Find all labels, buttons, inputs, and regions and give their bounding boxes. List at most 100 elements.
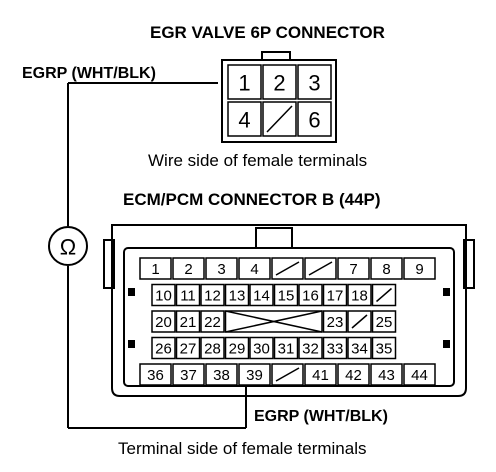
ecm-terminal-empty — [271, 257, 304, 280]
egr-connector-title: EGR VALVE 6P CONNECTOR — [150, 23, 385, 42]
ecm-terminal-37: 37 — [172, 363, 205, 386]
terminal-number: 4 — [238, 108, 250, 133]
terminal-number: 18 — [351, 288, 368, 305]
terminal-number: 38 — [213, 367, 230, 384]
terminal-number: 42 — [345, 367, 362, 384]
ecm-terminal-25: 25 — [371, 310, 397, 333]
egr-terminal-3: 3 — [297, 64, 332, 100]
terminal-number: 2 — [273, 71, 285, 96]
terminal-number: 3 — [217, 261, 225, 278]
terminal-number: 36 — [147, 367, 164, 384]
ecm-terminal-4: 4 — [238, 257, 271, 280]
ecm-terminal-43: 43 — [370, 363, 403, 386]
terminal-number: 31 — [278, 341, 295, 358]
terminal-number: 21 — [180, 314, 197, 331]
ecm-wire-label: EGRP (WHT/BLK) — [254, 408, 388, 425]
egr-terminal-empty — [262, 101, 297, 137]
terminal-number: 9 — [415, 261, 423, 278]
terminal-number: 2 — [184, 261, 192, 278]
ecm-terminal-10: 10 — [151, 283, 176, 307]
ecm-terminal-39: 39 — [238, 363, 271, 386]
ecm-terminal-30: 30 — [249, 336, 274, 360]
ecm-terminal-26: 26 — [151, 336, 176, 360]
ecm-terminal-35: 35 — [371, 336, 397, 360]
terminal-number: 43 — [378, 367, 395, 384]
ecm-terminal-empty — [371, 283, 397, 307]
terminal-number: 12 — [204, 288, 221, 305]
terminal-number: 13 — [229, 288, 246, 305]
terminal-number: 34 — [351, 341, 368, 358]
ecm-terminal-12: 12 — [200, 283, 225, 307]
terminal-number: 27 — [180, 341, 197, 358]
egr-terminal-1: 1 — [227, 64, 262, 100]
terminal-number: 35 — [376, 341, 393, 358]
ecm-terminal-13: 13 — [224, 283, 250, 307]
terminal-number: 1 — [238, 71, 250, 96]
ecm-terminal-empty — [304, 257, 337, 280]
terminal-number: 28 — [204, 341, 221, 358]
ecm-terminal-23: 23 — [322, 310, 348, 333]
ecm-terminal-2: 2 — [172, 257, 205, 280]
egr-terminal-6: 6 — [297, 101, 332, 137]
terminal-number: 37 — [180, 367, 197, 384]
ecm-terminal-21: 21 — [175, 310, 201, 333]
terminal-number: 3 — [308, 71, 320, 96]
terminal-number: 32 — [302, 341, 319, 358]
ecm-blank-region — [224, 310, 323, 333]
ecm-terminal-empty — [271, 363, 304, 386]
ecm-terminal-22: 22 — [200, 310, 225, 333]
ohm-icon: Ω — [60, 235, 76, 260]
terminal-number: 16 — [302, 288, 319, 305]
ecm-terminal-28: 28 — [200, 336, 225, 360]
ecm-terminal-14: 14 — [249, 283, 274, 307]
terminal-number: 33 — [327, 341, 344, 358]
terminal-number: 10 — [155, 288, 172, 305]
terminal-number: 14 — [253, 288, 270, 305]
egr-connector-caption: Wire side of female terminals — [148, 151, 367, 170]
ecm-terminal-38: 38 — [205, 363, 238, 386]
terminal-number: 23 — [327, 314, 344, 331]
egr-terminal-4: 4 — [227, 101, 262, 137]
ecm-terminal-31: 31 — [273, 336, 299, 360]
terminal-number: 8 — [382, 261, 390, 278]
ecm-terminal-7: 7 — [337, 257, 370, 280]
terminal-number: 25 — [376, 314, 393, 331]
terminal-number: 6 — [308, 108, 320, 133]
ecm-terminal-33: 33 — [322, 336, 348, 360]
terminal-number: 29 — [229, 341, 246, 358]
ecm-terminal-17: 17 — [322, 283, 348, 307]
ecm-terminal-empty — [347, 310, 372, 333]
ecm-terminal-42: 42 — [337, 363, 370, 386]
terminal-number: 41 — [312, 367, 329, 384]
egr-wire-label: EGRP (WHT/BLK) — [22, 65, 156, 82]
ecm-connector-caption: Terminal side of female terminals — [118, 439, 366, 458]
egr-terminal-2: 2 — [262, 64, 297, 100]
ecm-terminal-29: 29 — [224, 336, 250, 360]
terminal-number: 1 — [151, 261, 159, 278]
ecm-terminal-9: 9 — [403, 257, 436, 280]
ecm-terminal-32: 32 — [298, 336, 323, 360]
ecm-terminal-16: 16 — [298, 283, 323, 307]
terminal-number: 11 — [180, 288, 196, 305]
terminal-number: 30 — [253, 341, 270, 358]
terminal-number: 44 — [411, 367, 428, 384]
terminal-number: 22 — [204, 314, 221, 331]
terminal-number: 20 — [155, 314, 172, 331]
ecm-terminal-44: 44 — [403, 363, 436, 386]
test-lead-wire — [67, 82, 247, 429]
ecm-terminal-18: 18 — [347, 283, 372, 307]
ecm-terminal-15: 15 — [273, 283, 299, 307]
ecm-terminal-11: 11 — [175, 283, 201, 307]
ecm-terminal-34: 34 — [347, 336, 372, 360]
ecm-terminal-41: 41 — [304, 363, 337, 386]
terminal-number: 4 — [250, 261, 258, 278]
ecm-terminal-27: 27 — [175, 336, 201, 360]
ecm-terminal-1: 1 — [139, 257, 172, 280]
ecm-connector-title: ECM/PCM CONNECTOR B (44P) — [123, 190, 381, 209]
ecm-terminal-3: 3 — [205, 257, 238, 280]
ohmmeter-symbol: Ω — [48, 226, 88, 266]
ecm-terminal-8: 8 — [370, 257, 403, 280]
